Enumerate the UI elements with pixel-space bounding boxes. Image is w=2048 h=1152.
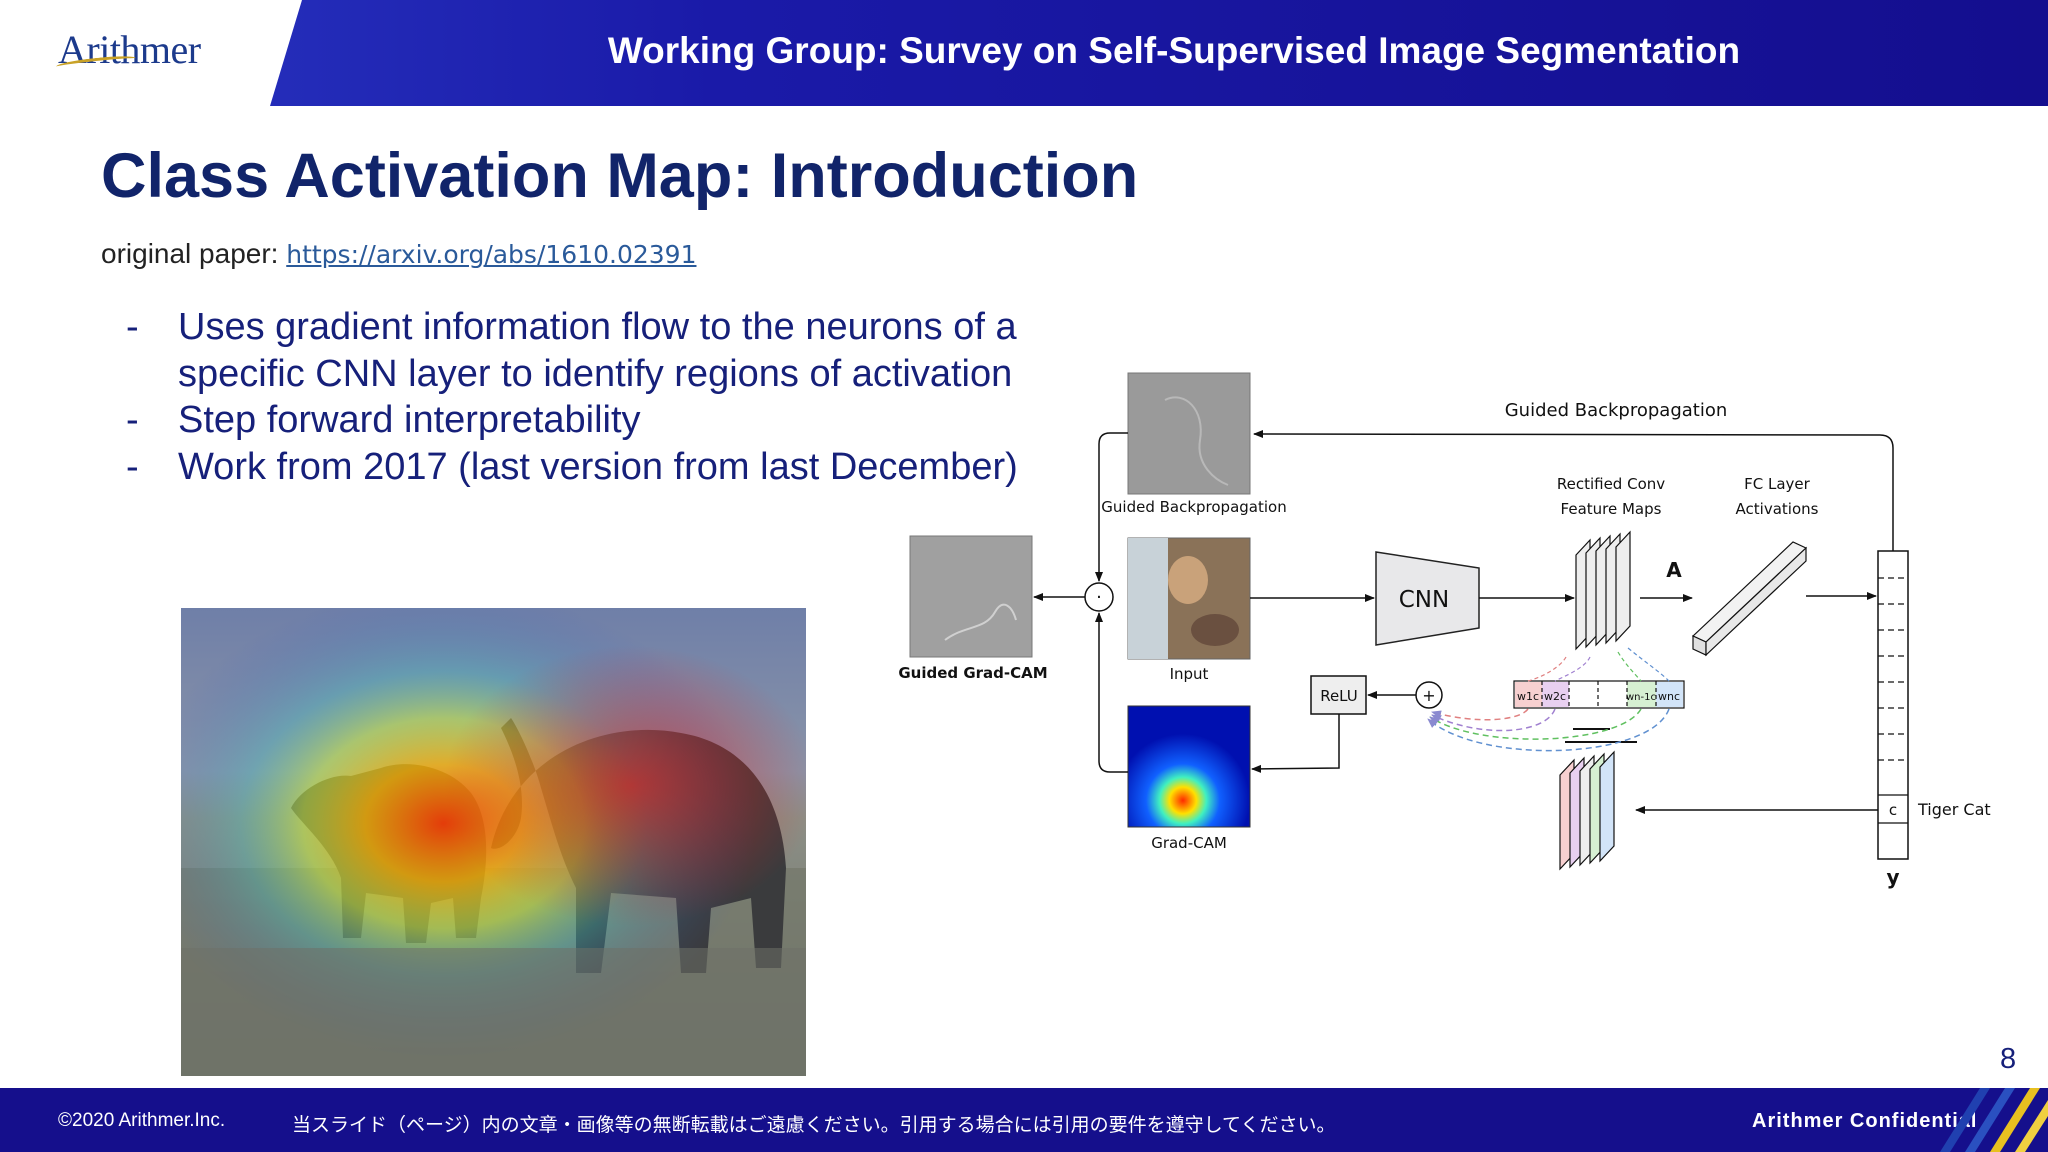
arrow-gradcam-to-multiply: [1095, 612, 1128, 773]
gradcam-image: [1127, 705, 1251, 828]
bullet-marker: -: [126, 306, 139, 348]
guided-backprop-texture: [1164, 396, 1229, 486]
bullet-item: -Uses gradient information flow to the n…: [126, 304, 1026, 397]
bullet-marker: -: [126, 445, 139, 488]
fc-label-2: Activations: [1736, 500, 1819, 518]
input-window: [1128, 538, 1168, 659]
arrow-guided-backprop-path: [1253, 430, 1894, 551]
rectified-label-1: Rectified Conv: [1557, 475, 1665, 493]
elephant-heatmap-image: [181, 608, 806, 1076]
input-label: Input: [1170, 665, 1209, 683]
map-to-weight-red: [1527, 656, 1567, 682]
rectified-feature-maps: [1575, 530, 1631, 651]
foreground-grass: [181, 948, 806, 1076]
bullet-text: Work from 2017 (last version from last D…: [178, 445, 1018, 488]
input-dog: [1168, 556, 1208, 604]
bullet-marker: -: [126, 399, 139, 441]
bullet-list: -Uses gradient information flow to the n…: [126, 304, 1026, 490]
multiply-node: [1084, 582, 1114, 612]
fc-label-1: FC Layer: [1744, 475, 1811, 493]
bullet-item: -Step forward interpretability: [126, 397, 1026, 444]
arrow-relu-to-gradcam: [1251, 714, 1340, 773]
weight-flow-green: [1429, 708, 1642, 740]
activation-a-label: A: [1666, 558, 1682, 582]
output-vector: [1877, 550, 1909, 860]
weight-flow-blue: [1427, 708, 1670, 752]
input-image: [1127, 537, 1251, 660]
guided-gradcam-texture: [944, 603, 1017, 641]
weight-w1-label: w1c: [1517, 690, 1539, 703]
map-to-weight-purple: [1554, 656, 1591, 682]
guided-backprop-path-label: Guided Backpropagation: [1505, 400, 1728, 421]
guided-backprop-image-label: Guided Backpropagation: [1101, 498, 1286, 516]
multiply-symbol: ·: [1096, 587, 1102, 608]
slide-footer: ©2020 Arithmer.Inc. 当スライド（ページ）内の文章・画像等の無…: [0, 1088, 2048, 1152]
weight-flow-purple: [1431, 708, 1556, 732]
weight-wn-label: wnc: [1658, 690, 1680, 703]
paper-link[interactable]: https://arxiv.org/abs/1610.02391: [286, 240, 697, 269]
fc-layer-block: [1691, 541, 1808, 657]
paper-reference: original paper: https://arxiv.org/abs/16…: [101, 238, 696, 270]
relu-block: [1310, 675, 1367, 715]
cnn-block: [1375, 551, 1480, 646]
arithmer-logo: Arithmer: [58, 27, 201, 72]
gradcam-label: Grad-CAM: [1151, 834, 1227, 852]
footer-note: 当スライド（ページ）内の文章・画像等の無断転載はご遠慮ください。引用する場合には…: [292, 1115, 1336, 1136]
output-vector-divisions: [1878, 577, 1908, 761]
guided-backprop-image: [1127, 372, 1251, 495]
rectified-label-2: Feature Maps: [1561, 500, 1662, 518]
bullet-item: -Work from 2017 (last version from last …: [126, 444, 1026, 491]
weight-flow-red: [1431, 708, 1529, 721]
sum-node: [1415, 681, 1443, 709]
map-to-weight-green: [1617, 651, 1642, 682]
bullet-text: Step forward interpretability: [178, 399, 641, 441]
header-banner: [270, 0, 2048, 106]
footer-confidential: Arithmer Confidential: [1752, 1110, 1978, 1132]
class-c-label: c: [1889, 801, 1897, 819]
input-cat: [1191, 614, 1239, 646]
guided-gradcam-image: [909, 535, 1033, 658]
elephant-heatmap-svg: [181, 608, 806, 1076]
weight-w2-label: w2c: [1544, 690, 1566, 703]
output-y-label: y: [1886, 865, 1899, 889]
paper-label: original paper:: [101, 238, 279, 269]
relu-label: ReLU: [1320, 687, 1358, 705]
weight-wn1-label: wn-1c: [1626, 692, 1656, 703]
bullet-text: Uses gradient information flow to the ne…: [178, 306, 1017, 395]
cnn-label: CNN: [1399, 587, 1449, 613]
arrow-guided-to-multiply: [1095, 432, 1128, 582]
footer-stripes-icon: [1940, 1088, 2048, 1152]
weight-vector: [1513, 680, 1685, 709]
page-number: 8: [2000, 1043, 2017, 1075]
map-to-weight-blue: [1627, 647, 1670, 682]
header-title: Working Group: Survey on Self-Supervised…: [607, 30, 1741, 71]
guided-gradcam-label: Guided Grad-CAM: [898, 664, 1047, 682]
footer-copyright: ©2020 Arithmer.Inc.: [58, 1110, 226, 1131]
sum-symbol: +: [1422, 686, 1435, 705]
gradient-feature-maps: [1559, 750, 1615, 871]
tiger-cat-label: Tiger Cat: [1917, 800, 1991, 819]
slide-header: Arithmer Working Group: Survey on Self-S…: [0, 0, 2048, 106]
slide-title: Class Activation Map: Introduction: [101, 141, 1139, 211]
